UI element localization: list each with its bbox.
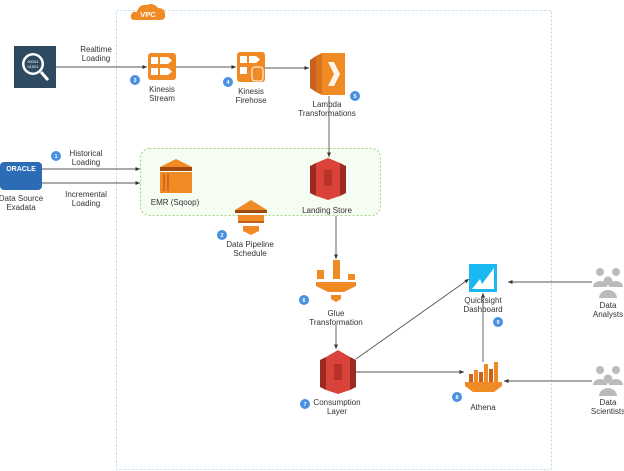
svg-text:7: 7 bbox=[303, 402, 306, 408]
incremental-label-1: Incremental bbox=[65, 190, 107, 199]
kinesis-stream-icon bbox=[148, 53, 176, 80]
vpc-cloud-icon: VPC bbox=[130, 4, 166, 20]
firehose-label-1: Kinesis bbox=[238, 87, 264, 96]
svg-text:00101: 00101 bbox=[27, 59, 39, 64]
data-pipeline-label-1: Data Pipeline bbox=[226, 240, 274, 249]
analysts-label-1: Data bbox=[600, 301, 617, 310]
incremental-label-2: Loading bbox=[72, 199, 100, 208]
step-badge-8: 8 bbox=[452, 392, 462, 402]
step-badge-9: 9 bbox=[493, 317, 503, 327]
historical-label-1: Historical bbox=[70, 149, 103, 158]
consumption-label-2: Layer bbox=[327, 407, 347, 416]
svg-text:3: 3 bbox=[133, 78, 136, 84]
svg-text:6: 6 bbox=[302, 298, 305, 304]
lambda-label-1: Lambda bbox=[313, 100, 342, 109]
quicksight-label-1: Quicksight bbox=[464, 296, 502, 305]
realtime-label-2: Loading bbox=[82, 54, 110, 63]
data-scientists-icon bbox=[593, 366, 623, 396]
athena-icon bbox=[465, 362, 502, 392]
glue-label-1: Glue bbox=[328, 309, 345, 318]
scientists-label-1: Data bbox=[600, 398, 617, 407]
scientists-label-2: Scientists bbox=[591, 407, 624, 416]
lambda-label-2: Transformations bbox=[298, 109, 356, 118]
historical-label-2: Loading bbox=[72, 158, 100, 167]
svg-text:2: 2 bbox=[220, 233, 223, 239]
firehose-label-2: Firehose bbox=[235, 96, 267, 105]
emr-label: EMR (Sqoop) bbox=[151, 198, 200, 207]
svg-text:01001: 01001 bbox=[27, 64, 39, 69]
glue-label-2: Transformation bbox=[309, 318, 363, 327]
svg-text:9: 9 bbox=[496, 320, 499, 326]
step-badge-5: 5 bbox=[350, 91, 360, 101]
glue-icon bbox=[316, 260, 356, 302]
connectors bbox=[42, 65, 592, 383]
data-pipeline-label-2: Schedule bbox=[233, 249, 267, 258]
vpc-boundary bbox=[116, 10, 552, 470]
s3-landing-icon bbox=[310, 158, 346, 200]
data-search-icon: 00101 01001 bbox=[14, 46, 56, 88]
oracle-label-1: Data Source bbox=[0, 194, 44, 203]
step-badge-4: 4 bbox=[223, 77, 233, 87]
s3-consumption-icon bbox=[320, 350, 356, 394]
arrow-consumption-to-quicksight bbox=[355, 278, 470, 360]
svg-text:4: 4 bbox=[226, 80, 230, 86]
athena-label: Athena bbox=[470, 403, 496, 412]
kinesis-stream-label-2: Stream bbox=[149, 94, 175, 103]
step-badge-1: 1 bbox=[51, 151, 61, 161]
step-badge-7: 7 bbox=[300, 399, 310, 409]
kinesis-stream-label-1: Kinesis bbox=[149, 85, 175, 94]
landing-store-label: Landing Store bbox=[302, 206, 352, 215]
lambda-icon bbox=[310, 53, 345, 95]
data-pipeline-icon bbox=[235, 200, 267, 235]
svg-text:8: 8 bbox=[455, 395, 458, 401]
consumption-label-1: Consumption bbox=[313, 398, 360, 407]
svg-text:1: 1 bbox=[54, 154, 57, 160]
quicksight-icon bbox=[469, 264, 497, 292]
realtime-label-1: Realtime bbox=[80, 45, 112, 54]
step-badge-3: 3 bbox=[130, 75, 140, 85]
oracle-label-2: Exadata bbox=[6, 203, 36, 212]
data-analysts-icon bbox=[593, 268, 623, 298]
emr-icon bbox=[160, 159, 192, 193]
kinesis-firehose-icon bbox=[237, 52, 265, 82]
quicksight-label-2: Dashboard bbox=[463, 305, 502, 314]
step-badge-6: 6 bbox=[299, 295, 309, 305]
analysts-label-2: Analysts bbox=[593, 310, 623, 319]
step-badge-2: 2 bbox=[217, 230, 227, 240]
svg-text:5: 5 bbox=[353, 94, 356, 100]
vpc-label: VPC bbox=[140, 10, 156, 19]
svg-text:ORACLE: ORACLE bbox=[6, 166, 36, 173]
oracle-logo: ORACLE bbox=[0, 162, 42, 190]
